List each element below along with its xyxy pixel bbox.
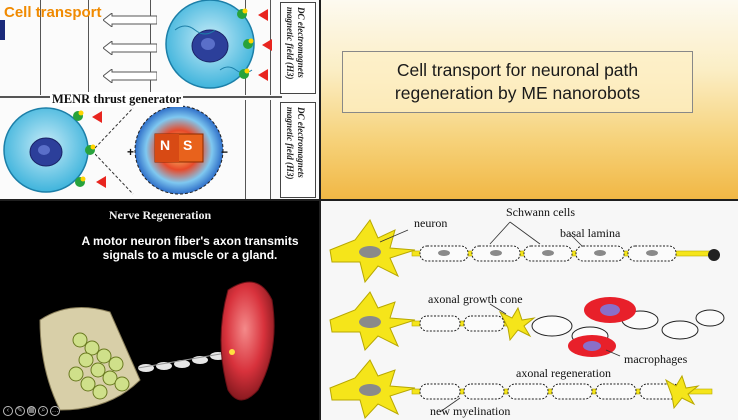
label-neuron: neuron [414,216,448,230]
slide-title-line2: regeneration by ME nanorobots [394,83,641,103]
nerve-regeneration-title: Nerve Regeneration [108,208,212,222]
more-icon[interactable]: … [50,406,60,416]
schwann-regeneration-panel: neuron Schwann cells basal lamina axonal… [320,200,738,420]
em-label-primary: DC electromagnets [296,7,306,78]
arrow-left-icon [103,13,157,27]
magnet-south-label: S [183,137,193,153]
nerve-regeneration-panel: Nerve Regeneration A motor neuron fiber'… [0,200,320,420]
title-panel: Cell transport for neuronal path regener… [320,0,738,200]
electromagnet-panel-top: DC electromagnets magnetic field (H3) [280,2,316,94]
neuron-row-1 [329,219,720,284]
neuron-row-3 [329,359,713,419]
electromagnet-panel-bottom: DC electromagnets magnetic field (H3) [280,102,316,198]
cell-icon [3,107,106,193]
subtitle-line1: A motor neuron fiber's axon transmits [81,234,299,248]
em-label-secondary: magnetic field (H3) [285,107,295,180]
arrow-left-icon [103,69,157,83]
em-label-primary: DC electromagnets [296,107,306,178]
label-growth-cone: axonal growth cone [428,292,523,306]
left-edge-marker [0,20,5,40]
grid-icon[interactable]: ▦ [26,406,37,416]
slide-title: Cell transport for neuronal path regener… [395,59,640,105]
axon-chain [137,351,233,372]
subtitle-line2: signals to a muscle or a gland. [102,248,278,262]
zoom-icon[interactable]: ⌕ [38,406,49,416]
quadrant-divider-horizontal [0,199,738,201]
label-basal-lamina: basal lamina [560,226,621,240]
nerve-regeneration-subtitle: A motor neuron fiber's axon transmits si… [70,234,310,262]
cell-transport-panel: + − N S Cell transport MENR thrust gener… [0,0,320,200]
cell-icon [165,0,272,89]
magnet-nanorobot-icon: + − [127,105,228,195]
minus-sign: − [221,145,228,159]
schwann-diagram [329,219,725,419]
label-new-myelination: new myelination [430,404,511,418]
label-macrophages: macrophages [624,352,688,366]
plus-sign: + [127,145,134,159]
cell-transport-title: Cell transport [4,4,102,21]
fiber-bundle [68,332,130,400]
player-toolbar: ‹ ✎ ▦ ⌕ … [0,402,60,420]
quadrant-divider-vertical [319,0,321,420]
prev-slide-icon[interactable]: ‹ [3,406,13,416]
thrust-generator-label: MENR thrust generator [50,92,184,107]
transport-channel-bottom [0,100,280,200]
nerve-muscle-illustration [39,281,275,411]
slide-title-line1: Cell transport for neuronal path [396,60,639,80]
em-label-secondary: magnetic field (H3) [285,7,295,80]
label-schwann-cells: Schwann cells [506,205,575,219]
title-box: Cell transport for neuronal path regener… [342,51,693,113]
label-axonal-regeneration: axonal regeneration [516,366,611,380]
arrow-left-icon [103,41,157,55]
zoom-lines [95,107,134,195]
neuron-row-2 [329,291,725,357]
pen-icon[interactable]: ✎ [14,406,25,416]
magnet-north-label: N [160,137,171,153]
synapse-spark [229,349,235,355]
muscle-shape [220,281,275,401]
